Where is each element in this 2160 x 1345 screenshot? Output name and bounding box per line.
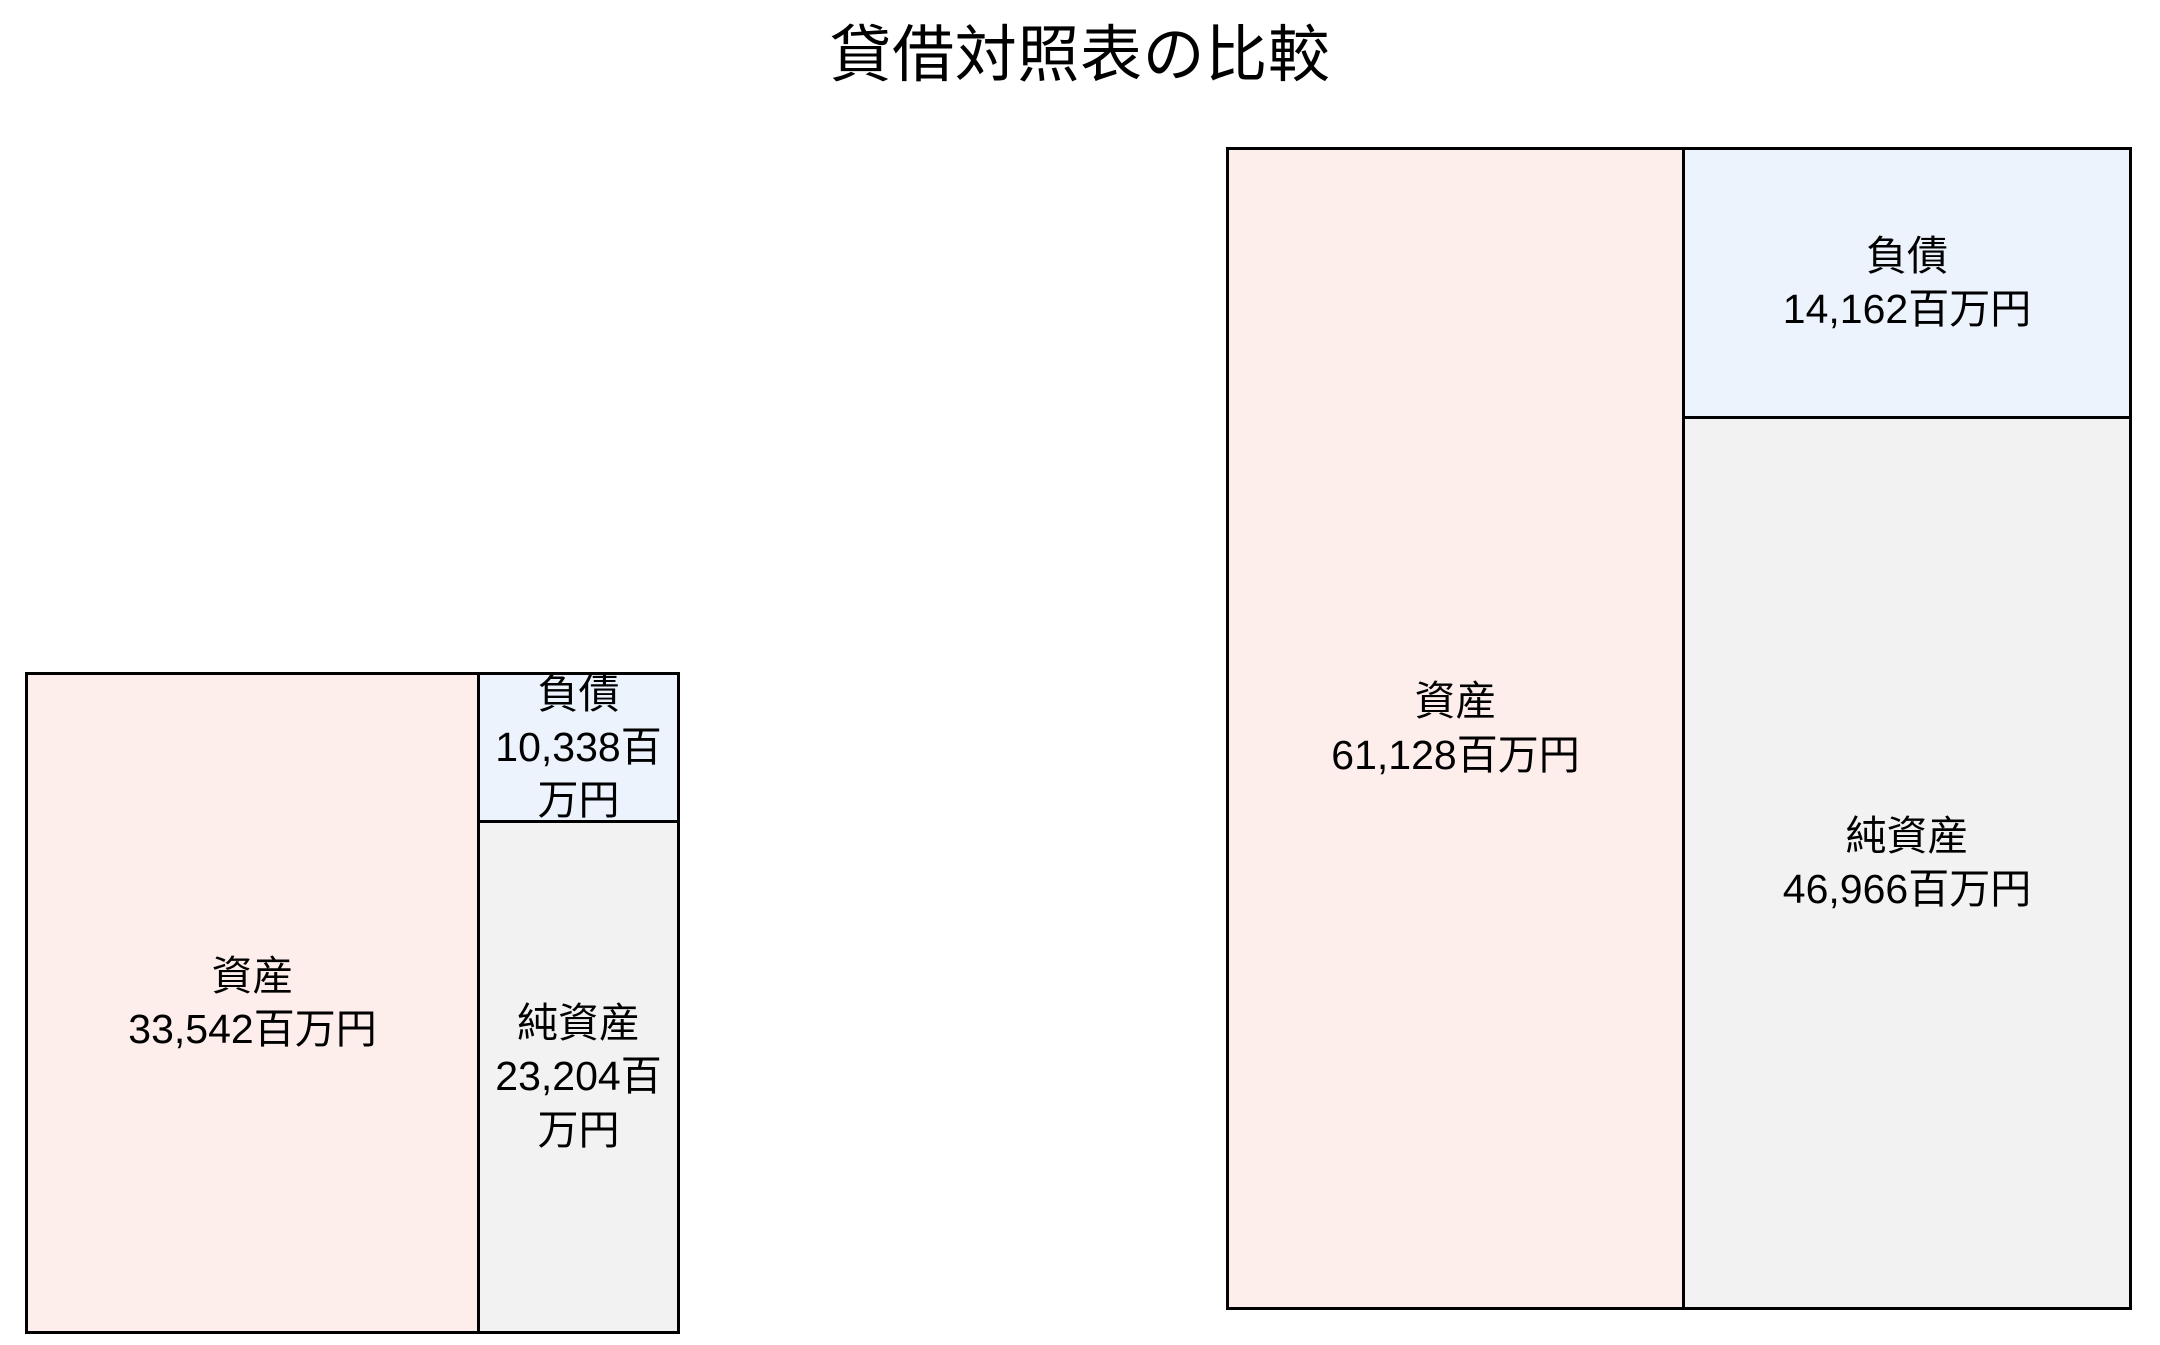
right-equity-label: 純資産 46,966百万円 (1782, 812, 2032, 912)
balance-sheet-right: 資産 61,128百万円 負債 14,162百万円 純資産 46,966百万円 (1226, 147, 2132, 1310)
right-liability-label: 負債 14,162百万円 (1782, 232, 2032, 332)
left-asset-label: 資産 33,542百万円 (128, 952, 377, 1052)
left-liability-box: 負債 10,338百万円 (477, 671, 680, 823)
left-equity-box: 純資産 23,204百万円 (477, 820, 680, 1334)
balance-sheet-left: 資産 33,542百万円 負債 10,338百万円 純資産 23,204百万円 (25, 671, 680, 1334)
right-equity-box: 純資産 46,966百万円 (1682, 416, 2132, 1310)
right-asset-label: 資産 61,128百万円 (1331, 678, 1580, 778)
left-equity-label: 純資産 23,204百万円 (495, 1000, 662, 1153)
page-title: 貸借対照表の比較 (829, 21, 1331, 90)
left-asset-box: 資産 33,542百万円 (25, 672, 480, 1334)
right-liability-box: 負債 14,162百万円 (1682, 147, 2132, 419)
left-liability-label: 負債 10,338百万円 (495, 670, 662, 824)
right-asset-box: 資産 61,128百万円 (1226, 147, 1685, 1310)
